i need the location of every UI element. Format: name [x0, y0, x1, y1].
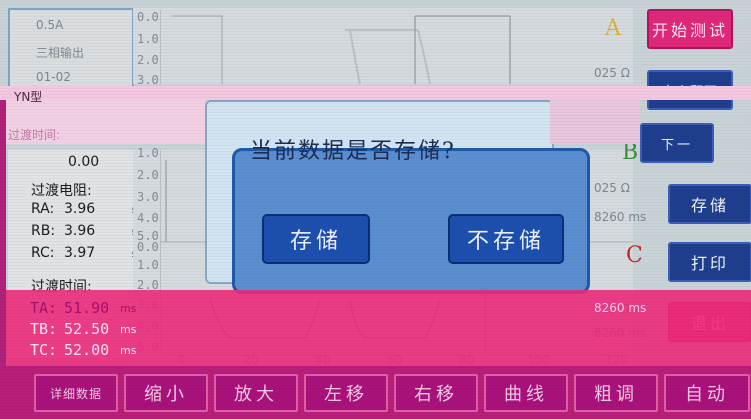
phase-label-a: A [605, 16, 621, 41]
resistance-rb-value: 3.96 [64, 223, 96, 239]
details-button[interactable]: 详细数据 [34, 374, 118, 412]
x-tick: 60 [387, 353, 403, 367]
x-tick: 80 [459, 353, 475, 367]
y-tick: 2.0 [137, 53, 159, 67]
resistance-ra-value: 3.96 [64, 201, 96, 217]
y-tick: 2.0 [137, 278, 159, 292]
dialog-dont-save-button[interactable]: 不存储 [448, 214, 564, 264]
time-ta-label: TA: [30, 299, 58, 317]
move-left-button[interactable]: 左移 [304, 374, 388, 412]
reading-ms: 8260 ms [594, 326, 647, 340]
y-tick: 3.0 [137, 298, 159, 312]
y-tick: 5.0 [137, 229, 159, 243]
reading-ohm: 025 Ω [594, 66, 630, 80]
x-tick: 100 [527, 353, 550, 367]
tap-current: 0.5A [36, 18, 64, 32]
time-tc-value: 52.00 [64, 341, 110, 359]
y-tick: 2.0 [137, 168, 159, 182]
x-tick: 0 [178, 353, 186, 367]
header-stub: 过渡时间: [8, 128, 61, 142]
save-button[interactable]: 存储 [668, 184, 751, 224]
dialog-save-button[interactable]: 存储 [262, 214, 370, 264]
y-tick: 1.0 [137, 146, 159, 160]
resistance-heading: 过渡电阻: [31, 183, 92, 199]
time-tb-unit: ms [120, 323, 137, 336]
time-tc-label: TC: [30, 341, 58, 359]
zoom-in-button[interactable]: 放大 [214, 374, 298, 412]
y-tick: 1.0 [137, 32, 159, 46]
y-tick: 3.0 [137, 190, 159, 204]
glitch-edge [0, 100, 6, 366]
dialog-title: 当前数据是否存储? [250, 139, 456, 164]
auto-button[interactable]: 自动 [664, 374, 750, 412]
y-tick: 0.0 [137, 10, 159, 24]
resistance-rc-label: RC: [31, 245, 55, 261]
y-tick: 5.0 [137, 340, 159, 354]
time-tb-label: TB: [30, 320, 58, 338]
phase-label-b: B [622, 140, 639, 165]
y-tick: 4.0 [137, 319, 159, 333]
resistance-ra-label: RA: [31, 201, 55, 217]
coarse-adjust-button[interactable]: 粗调 [574, 374, 658, 412]
output-mode: 三相输出 [36, 46, 85, 60]
reading-ms: 8260 ms [594, 210, 647, 224]
y-tick: 3.0 [137, 73, 159, 87]
reading-ms: 8260 ms [594, 301, 647, 315]
page-up-button[interactable]: 向上翻页 [647, 70, 733, 110]
x-tick: 20 [243, 353, 259, 367]
time-ta-value: 51.90 [64, 299, 110, 317]
waveform-plot-a [133, 8, 633, 84]
phase-label-c: C [626, 243, 643, 268]
tap-range: 01-02 [36, 70, 71, 84]
start-test-button[interactable]: 开始测试 [647, 9, 733, 49]
time-tc-unit: ms [120, 344, 137, 357]
reading-ohm: 025 Ω [594, 181, 630, 195]
x-tick: 120 [605, 353, 628, 367]
page-down-button[interactable]: 下一 [640, 123, 714, 163]
time-ta-unit: ms [120, 302, 137, 315]
zoom-out-button[interactable]: 缩小 [124, 374, 208, 412]
y-tick: 4.0 [137, 211, 159, 225]
move-right-button[interactable]: 右移 [394, 374, 478, 412]
dial-value: 0.00 [68, 154, 100, 170]
waveform-a [160, 10, 511, 84]
exit-button[interactable]: 退出 [668, 302, 751, 342]
y-tick: 1.0 [137, 258, 159, 272]
print-button[interactable]: 打印 [668, 242, 751, 282]
connection-type: YN型 [14, 90, 43, 104]
curve-button[interactable]: 曲线 [484, 374, 568, 412]
time-heading: 过渡时间: [31, 279, 92, 295]
resistance-rb-label: RB: [31, 223, 56, 239]
y-tick: 0.0 [137, 240, 159, 254]
x-tick: 40 [315, 353, 331, 367]
resistance-rc-value: 3.97 [64, 245, 96, 261]
time-tb-value: 52.50 [64, 320, 110, 338]
